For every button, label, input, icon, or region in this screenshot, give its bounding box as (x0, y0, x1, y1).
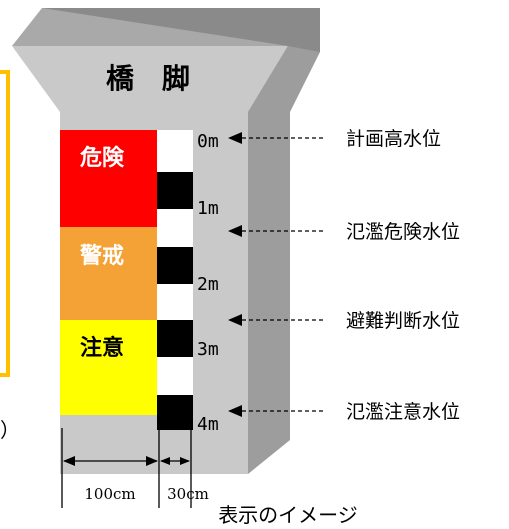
edge-bracket (0, 70, 10, 377)
level-arrow-4 (228, 405, 326, 417)
caption: 表示のイメージ (218, 503, 358, 527)
gauge-black-4 (157, 395, 193, 430)
zone-caution (60, 320, 157, 415)
gauge-mark-2m: 2m (197, 274, 219, 295)
level-arrow-2 (228, 225, 326, 237)
dim-label-gauge: 30cm (167, 485, 209, 503)
level-arrow-3 (228, 314, 326, 326)
pier-title: 橋 脚 (106, 62, 190, 95)
level-label-flood-danger: 氾濫危険水位 (346, 221, 460, 243)
gauge-mark-1m: 1m (197, 198, 219, 219)
dim-arrow-left-b (146, 456, 158, 466)
pier-side (248, 8, 320, 474)
gauge-mark-4m: 4m (197, 414, 219, 435)
zone-label-warning: 警戒 (79, 244, 124, 269)
gauge-black-2 (157, 247, 193, 284)
level-arrow-1 (228, 132, 326, 144)
level-label-flood-caution: 氾濫注意水位 (346, 401, 460, 423)
pier-cap-outline (42, 8, 320, 52)
edge-fragment: ） (0, 418, 20, 442)
zone-label-caution: 注意 (80, 335, 124, 361)
zone-warning (60, 227, 157, 320)
dim-arrow-left-a (63, 456, 75, 466)
gauge-mark-3m: 3m (197, 339, 219, 360)
dim-arrow-right-b (180, 457, 190, 465)
dim-label-width: 100cm (84, 485, 135, 503)
gauge-black-3 (157, 320, 193, 357)
dimension-lines (61, 428, 192, 508)
gauge-mark-0m: 0m (197, 131, 219, 152)
dim-arrow-right-a (160, 457, 170, 465)
level-label-evacuation: 避難判断水位 (346, 310, 460, 332)
zone-danger (60, 130, 157, 227)
zone-label-danger: 危険 (80, 145, 125, 171)
gauge-black-1 (157, 172, 193, 209)
level-label-planned-high: 計画高水位 (346, 128, 441, 150)
